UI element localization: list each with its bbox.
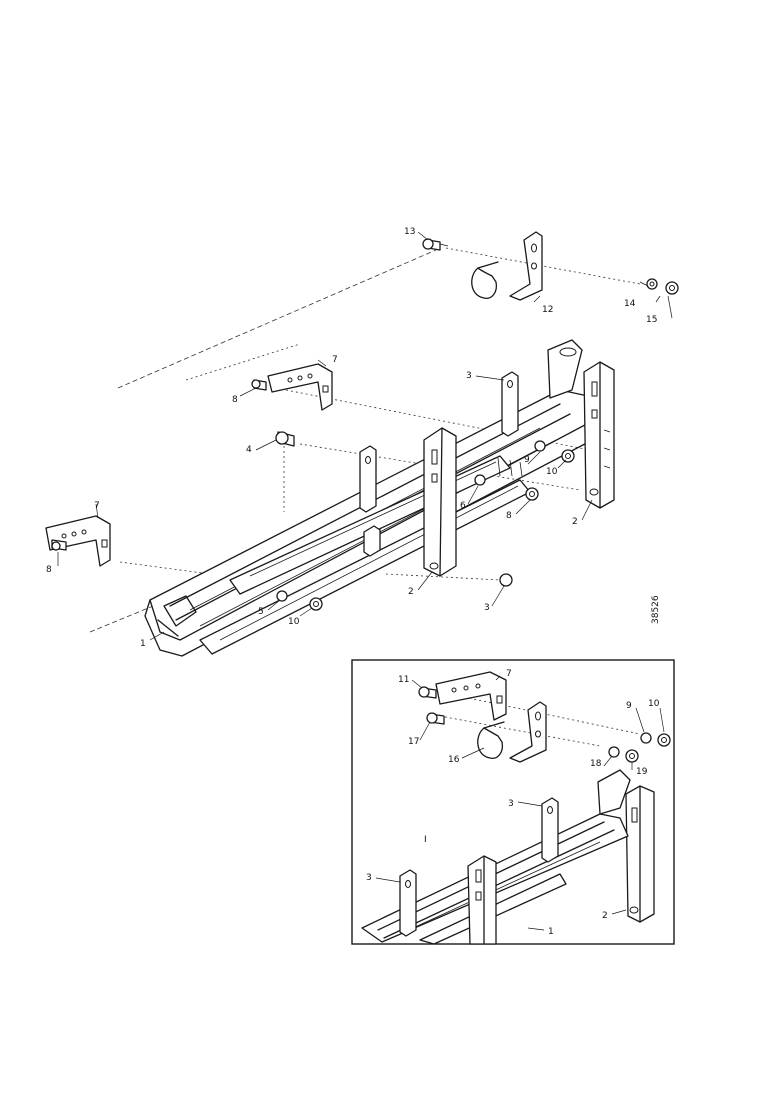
inset-strap-bracket-upper [541, 797, 559, 863]
inset-upright-bracket [625, 785, 655, 923]
inset-callout-7: 7 [506, 669, 512, 679]
callout-12: 12 [542, 305, 553, 315]
inset-marker: I [424, 835, 427, 845]
bolt-13 [422, 238, 449, 251]
callout-2: 2 [408, 587, 414, 597]
callout-7: 7 [94, 501, 100, 511]
bolt-4 [275, 431, 295, 447]
callout-14: 14 [624, 299, 636, 309]
inset-callout-11: 11 [398, 675, 409, 685]
callout-8: 8 [506, 511, 512, 521]
inset-callout-10: 10 [648, 699, 660, 709]
inset-callout-3: 3 [366, 873, 372, 883]
upright-bracket-right [583, 361, 615, 509]
inset-rail-end-piece [597, 769, 631, 815]
main-assembly-view: 13 12 14 15 7 8 3 4 9 10 6 8 2 7 8 2 3 5… [45, 227, 679, 657]
inset-mounting-bracket [418, 671, 507, 721]
inset-callout-16: 16 [448, 755, 460, 765]
callout-7: 7 [332, 355, 338, 365]
inset-callout-18: 18 [590, 759, 602, 769]
inset-callout-17: 17 [408, 737, 419, 747]
bolt-3-lower [499, 573, 513, 587]
inset-strap-bracket-lower [399, 869, 417, 937]
strap-bracket-upper [501, 371, 519, 437]
callout-3: 3 [466, 371, 472, 381]
inset-upright-center [467, 855, 497, 945]
callout-4: 4 [246, 445, 252, 455]
main-callout-labels: 13 12 14 15 7 8 3 4 9 10 6 8 2 7 8 2 3 5… [46, 227, 657, 649]
inset-washer-9 [640, 732, 652, 744]
inset-callout-19: 19 [636, 767, 648, 777]
callout-10: 10 [288, 617, 300, 627]
callout-6: 6 [460, 501, 466, 511]
inset-callout-2: 2 [602, 911, 608, 921]
callout-8: 8 [46, 565, 52, 575]
strap-bracket-middle [359, 445, 377, 513]
callout-5: 5 [258, 607, 264, 617]
callout-2: 2 [572, 517, 578, 527]
washer-lower [276, 590, 288, 602]
callout-8: 8 [232, 395, 238, 405]
washer-9 [534, 440, 546, 452]
callout-3: 3 [484, 603, 490, 613]
inset-callout-1: 1 [548, 927, 554, 937]
strap-bracket-lower [363, 525, 381, 557]
mounting-bracket-left [45, 515, 111, 567]
callout-13: 13 [404, 227, 415, 237]
inset-washer-18 [608, 746, 620, 758]
frame-rail [144, 389, 601, 657]
callout-15: 15 [646, 315, 657, 325]
main-leaders [57, 231, 673, 641]
inset-callout-3: 3 [508, 799, 514, 809]
mounting-bracket-upper [251, 363, 333, 411]
inset-leaders [375, 675, 665, 931]
clamp-bracket-top [471, 231, 543, 301]
callout-1: 1 [140, 639, 146, 649]
callout-9: 9 [524, 455, 530, 465]
inset-clamp-bracket [477, 701, 547, 763]
spring-5 [497, 457, 523, 477]
inset-callout-labels: 11 7 9 10 17 16 18 19 3 3 2 1 I [366, 669, 660, 937]
inset-callout-9: 9 [626, 701, 632, 711]
callout-10: 10 [546, 467, 558, 477]
inset-detail-view: 11 7 9 10 17 16 18 19 3 3 2 1 I [351, 659, 675, 945]
washer-6 [474, 474, 486, 486]
inset-bolt-17 [426, 712, 445, 725]
upright-bracket-center [423, 427, 457, 577]
reference-number: 38526 [651, 595, 661, 624]
